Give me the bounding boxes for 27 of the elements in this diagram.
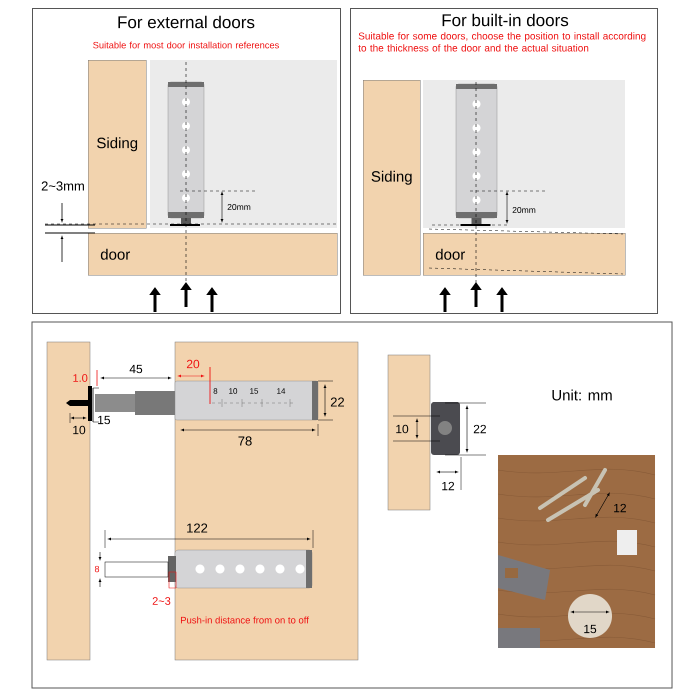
dimension-label: 10 — [396, 424, 408, 434]
dimension-label: 12 — [614, 504, 626, 512]
dimension-label: 20mm — [228, 204, 250, 210]
dimension-label: 15 — [250, 388, 258, 394]
unit-note: Unit: mm — [552, 390, 612, 400]
dimension-label: 78 — [238, 436, 252, 446]
dimension-label: 8 — [214, 388, 218, 394]
dimension-label: 45 — [130, 364, 142, 374]
dimension-label: 122 — [187, 523, 208, 533]
door-board: door — [88, 233, 338, 276]
dimension-label: 14 — [277, 388, 286, 394]
dimension-label: 22 — [474, 424, 486, 434]
siding-board: Siding — [88, 60, 146, 228]
dimension-label: 15 — [98, 416, 110, 424]
dimension-label: 20mm — [512, 207, 536, 213]
dimension-label: 1.0 — [73, 374, 88, 382]
note-text: Push-in distance from on to off — [181, 616, 309, 624]
siding-board: Siding — [363, 80, 420, 276]
dimension-label: 15 — [584, 624, 596, 634]
dimension-label: 12 — [442, 482, 454, 490]
dimension-label: 10 — [73, 426, 86, 434]
dimension-label: 2~3 — [152, 597, 170, 605]
dimension-label: 10 — [229, 388, 238, 394]
dimension-label: 8 — [94, 566, 100, 572]
dimension-label: 22 — [330, 397, 344, 407]
dimension-label: 20 — [186, 360, 200, 368]
door-board: door — [423, 233, 626, 276]
